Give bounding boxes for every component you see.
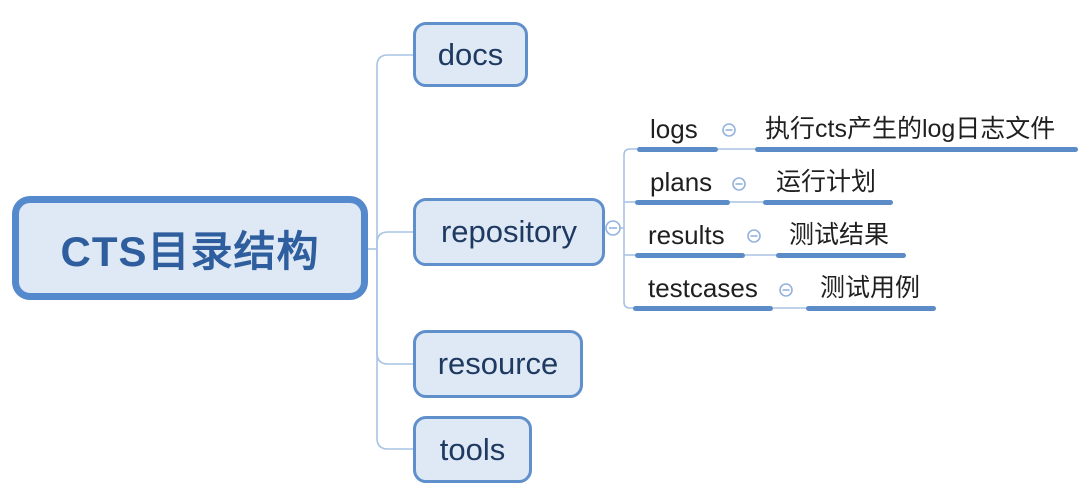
collapse-icon-plans[interactable]: [732, 177, 746, 191]
connector-repository: [376, 231, 413, 249]
node-tools-label: tools: [439, 431, 506, 467]
node-repository[interactable]: repository: [413, 198, 605, 266]
connector-subtree-trunk: [623, 148, 637, 309]
leaf-results-desc-underline: [776, 253, 906, 258]
leaf-testcases-underline: [633, 306, 773, 311]
leaf-logs-desc[interactable]: 执行cts产生的log日志文件: [765, 115, 1056, 143]
leaf-testcases-desc-underline: [806, 306, 936, 311]
leaf-results-underline: [635, 253, 745, 258]
leaf-plans-desc[interactable]: 运行计划: [776, 168, 877, 196]
connector-tools: [376, 249, 413, 450]
leaf-results-label[interactable]: results: [648, 220, 725, 250]
node-resource-label: resource: [437, 346, 559, 381]
collapse-icon-logs[interactable]: [722, 123, 736, 137]
collapse-icon-results[interactable]: [747, 229, 761, 243]
root-node[interactable]: CTS目录结构: [12, 196, 368, 300]
node-docs[interactable]: docs: [413, 22, 528, 87]
leaf-logs-underline: [637, 147, 718, 152]
collapse-icon-testcases[interactable]: [779, 283, 793, 297]
connector-docs: [376, 54, 413, 249]
leaf-logs-desc-underline: [755, 147, 1078, 152]
node-tools[interactable]: tools: [413, 416, 532, 483]
node-docs-label: docs: [437, 36, 504, 72]
node-repository-label: repository: [440, 214, 578, 249]
leaf-logs-label[interactable]: logs: [650, 114, 698, 144]
root-node-label: CTS目录结构: [60, 227, 320, 275]
collapse-icon-repository[interactable]: [605, 220, 621, 236]
leaf-plans-desc-underline: [763, 200, 893, 205]
leaf-testcases-desc[interactable]: 测试用例: [820, 274, 921, 302]
node-resource[interactable]: resource: [413, 330, 583, 398]
connector-resource: [376, 249, 413, 365]
leaf-results-desc[interactable]: 测试结果: [789, 221, 890, 249]
leaf-plans-label[interactable]: plans: [650, 167, 713, 197]
leaf-plans-underline: [635, 200, 730, 205]
leaf-testcases-label[interactable]: testcases: [648, 273, 758, 303]
